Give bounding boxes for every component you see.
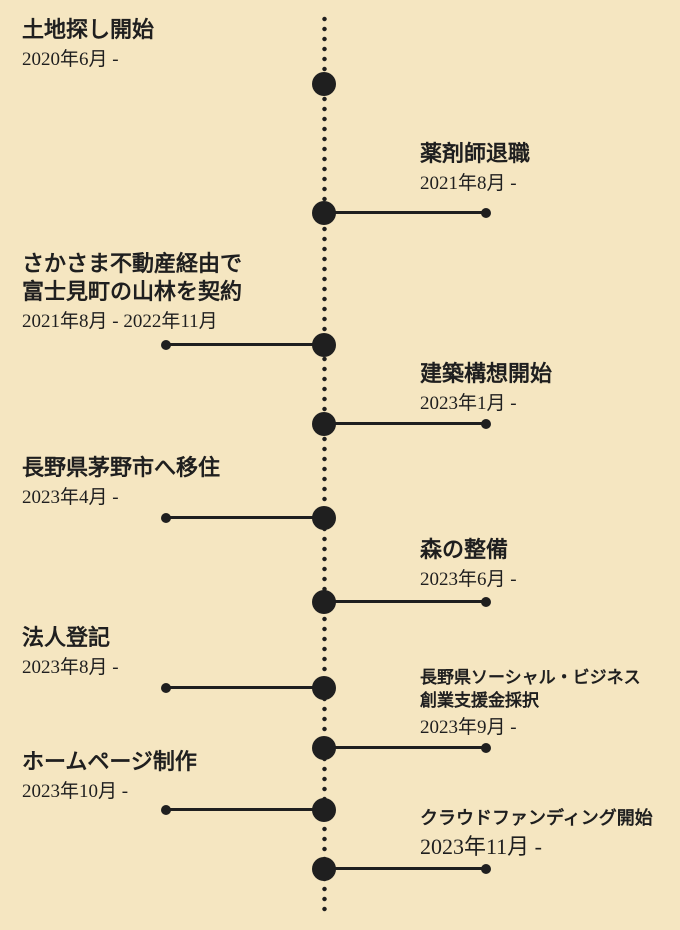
connector-line bbox=[166, 686, 324, 689]
end-dot bbox=[161, 805, 171, 815]
event-date: 2023年4月 - bbox=[22, 487, 119, 508]
connector-line bbox=[324, 867, 486, 870]
event-date: 2023年11月 - bbox=[420, 834, 543, 859]
event-title: クラウドファンディング開始 bbox=[420, 808, 653, 828]
timeline-event: 土地探し開始 2020年6月 - bbox=[22, 16, 154, 72]
end-dot bbox=[481, 597, 491, 607]
end-dot bbox=[481, 743, 491, 753]
end-dot bbox=[161, 683, 171, 693]
connector-line bbox=[166, 516, 324, 519]
end-dot bbox=[161, 340, 171, 350]
connector-line bbox=[166, 808, 324, 811]
timeline-node-dot bbox=[312, 412, 336, 436]
timeline-node-dot bbox=[312, 736, 336, 760]
event-title: 法人登記 bbox=[22, 625, 111, 650]
timeline-node-dot bbox=[312, 798, 336, 822]
event-title: 長野県茅野市へ移住 bbox=[22, 455, 221, 480]
timeline-node-dot bbox=[312, 590, 336, 614]
event-title: 長野県ソーシャル・ビジネス bbox=[420, 668, 641, 687]
event-date: 2023年6月 - bbox=[420, 569, 517, 590]
event-title: 建築構想開始 bbox=[420, 361, 553, 386]
timeline-node-dot bbox=[312, 506, 336, 530]
event-title: ホームページ制作 bbox=[22, 749, 197, 774]
timeline-event: 薬剤師退職 2021年8月 - bbox=[420, 140, 530, 196]
timeline-event: さかさま不動産経由で 富士見町の山林を契約 2021年8月 - 2022年11月 bbox=[22, 250, 242, 334]
event-date: 2021年8月 - 2022年11月 bbox=[22, 311, 218, 332]
timeline-node-dot bbox=[312, 201, 336, 225]
event-date: 2021年8月 - bbox=[420, 173, 517, 194]
timeline-node-dot bbox=[312, 857, 336, 881]
timeline-node-dot bbox=[312, 333, 336, 357]
event-date: 2023年9月 - bbox=[420, 717, 517, 738]
event-title: 土地探し開始 bbox=[22, 17, 155, 42]
timeline-event: 建築構想開始 2023年1月 - bbox=[420, 360, 552, 416]
timeline-event: クラウドファンディング開始 2023年11月 - bbox=[420, 806, 653, 860]
connector-line bbox=[324, 600, 486, 603]
timeline-event: 法人登記 2023年8月 - bbox=[22, 624, 119, 680]
end-dot bbox=[481, 864, 491, 874]
event-title: 森の整備 bbox=[420, 537, 509, 562]
timeline-node-dot bbox=[312, 72, 336, 96]
event-date: 2023年8月 - bbox=[22, 657, 119, 678]
connector-line bbox=[166, 343, 324, 346]
event-title: 薬剤師退職 bbox=[420, 141, 531, 166]
event-date: 2023年1月 - bbox=[420, 393, 517, 414]
event-date: 2020年6月 - bbox=[22, 49, 119, 70]
timeline-event: 長野県茅野市へ移住 2023年4月 - bbox=[22, 454, 220, 510]
end-dot bbox=[481, 208, 491, 218]
timeline-event: ホームページ制作 2023年10月 - bbox=[22, 748, 197, 804]
end-dot bbox=[481, 419, 491, 429]
timeline-axis-dotted-line bbox=[321, 14, 328, 912]
timeline-node-dot bbox=[312, 676, 336, 700]
connector-line bbox=[324, 746, 486, 749]
timeline-event: 長野県ソーシャル・ビジネス 創業支援金採択 2023年9月 - bbox=[420, 666, 641, 740]
connector-line bbox=[324, 422, 486, 425]
end-dot bbox=[161, 513, 171, 523]
event-title: 富士見町の山林を契約 bbox=[22, 279, 243, 304]
timeline-event: 森の整備 2023年6月 - bbox=[420, 536, 517, 592]
event-title: さかさま不動産経由で bbox=[22, 251, 243, 276]
connector-line bbox=[324, 211, 486, 214]
event-date: 2023年10月 - bbox=[22, 781, 129, 802]
event-title: 創業支援金採択 bbox=[420, 691, 539, 710]
